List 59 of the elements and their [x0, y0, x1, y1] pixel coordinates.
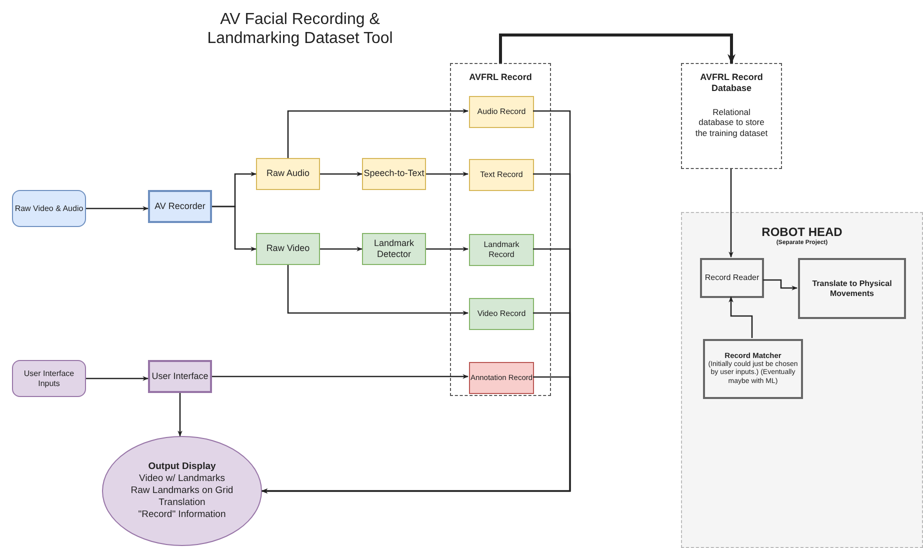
process-box [256, 233, 320, 265]
arrow [212, 206, 257, 252]
node-label: Landmark Detector [372, 238, 416, 260]
node-label: User Interface [152, 370, 208, 382]
node-description: Relational database to store the training dataset [694, 106, 769, 138]
arrow [763, 279, 798, 290]
node-label: Speech-to-Text [364, 168, 424, 180]
record-box [469, 96, 534, 128]
group-panel [681, 212, 923, 548]
arrow [287, 108, 469, 158]
process-box [12, 360, 86, 397]
node-label: Output Display [148, 461, 216, 474]
node-description: "Record" Information [138, 508, 226, 521]
process-box [703, 339, 803, 399]
arrow [320, 172, 363, 176]
arrow [261, 376, 571, 494]
node-label: Landmark Record [482, 240, 520, 260]
node-label: AVFRL Record Database [699, 71, 764, 94]
process-box [12, 190, 86, 227]
node-description: Video w/ Landmarks [139, 473, 225, 486]
node-label: Audio Record [477, 107, 526, 117]
process-box [256, 158, 320, 190]
record-box [469, 234, 534, 266]
node-label: AV Recorder [154, 200, 206, 212]
process-box [148, 190, 212, 223]
arrow [86, 376, 149, 381]
record-box [469, 159, 534, 191]
arrow [728, 296, 753, 338]
arrow [212, 374, 469, 379]
process-box [700, 258, 764, 298]
process-box [798, 258, 906, 319]
record-box [469, 362, 534, 394]
node-description: Raw Landmarks on Grid [130, 485, 234, 497]
arrow [320, 246, 363, 252]
node-label: Raw Audio [266, 168, 310, 180]
process-box [362, 158, 426, 190]
node-label: Raw Video & Audio [14, 204, 84, 214]
node-label: ROBOT HEAD [762, 224, 842, 240]
arrow [728, 169, 734, 258]
process-box [148, 360, 212, 393]
arrow [426, 172, 469, 176]
node-label: AVFRL Record [469, 71, 532, 84]
database-box [681, 63, 782, 169]
group-container [450, 63, 551, 396]
arrow [287, 265, 469, 316]
record-box [469, 298, 534, 330]
diagram-title: AV Facial Recording & Landmarking Dataset Tool [206, 10, 394, 48]
node-label: Text Record [480, 170, 523, 180]
node-label: Video Record [477, 309, 526, 319]
node-label: Raw Video [266, 243, 310, 255]
arrow [499, 34, 736, 64]
process-box [362, 233, 426, 265]
node-label: Record Reader [704, 273, 760, 283]
node-label: Translate to Physical Movements [811, 278, 893, 298]
node-label: User Interface Inputs [22, 368, 76, 388]
arrow [178, 393, 182, 437]
node-description: Translation [158, 496, 206, 509]
arrow [426, 246, 469, 252]
arrow [86, 206, 149, 211]
